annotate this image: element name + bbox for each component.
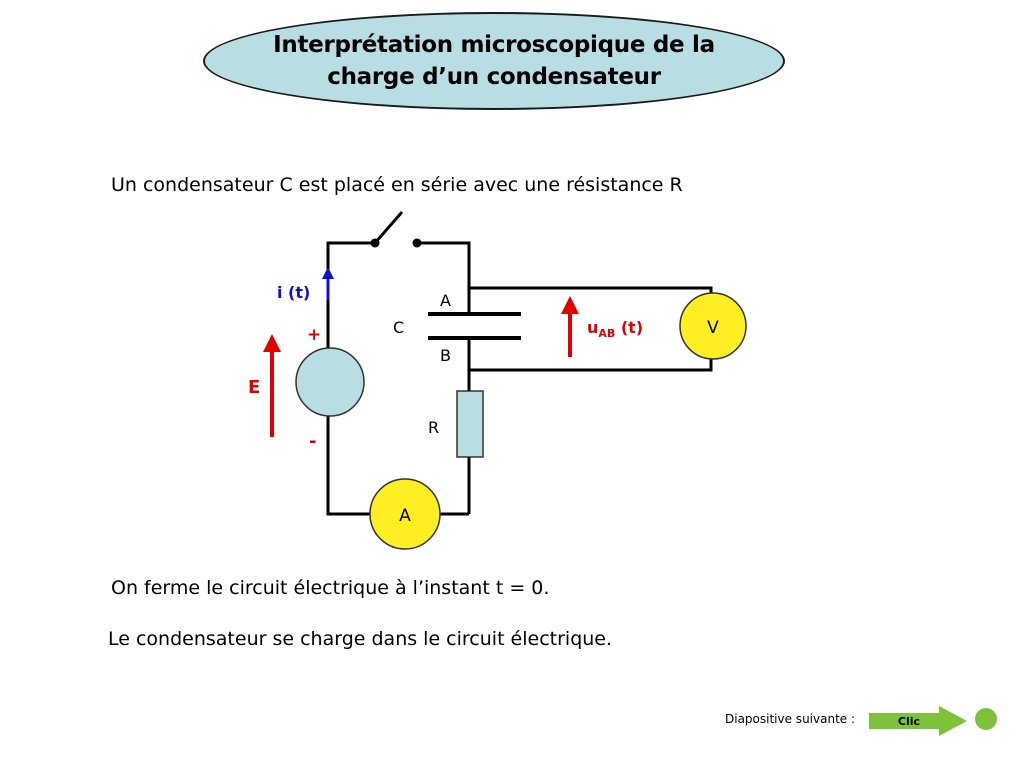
- plate-a-label: A: [440, 291, 451, 310]
- plate-b-label: B: [440, 346, 451, 365]
- title-line-2: charge d’un condensateur: [327, 64, 661, 90]
- step-1-text: On ferme le circuit électrique à l’insta…: [111, 577, 550, 599]
- voltage-arrow: [561, 296, 579, 357]
- voltmeter: [679, 292, 747, 360]
- voltage-label-main: u: [587, 318, 598, 337]
- capacitor-label: C: [393, 318, 404, 337]
- capacitor: [428, 312, 521, 340]
- voltage-label: uAB (t): [587, 318, 643, 340]
- emf-arrow: [263, 334, 281, 437]
- next-slide-button-label: Clic: [898, 715, 920, 728]
- ammeter: [369, 478, 441, 550]
- current-arrow: [322, 267, 334, 300]
- title-banner: Interprétation microscopique de la charg…: [203, 12, 785, 110]
- voltage-label-sub: AB: [598, 327, 615, 340]
- circuit-wires: [326, 241, 713, 516]
- generator: [295, 347, 365, 417]
- page-title: Interprétation microscopique de la charg…: [203, 12, 785, 110]
- plus-sign: +: [307, 325, 321, 345]
- next-slide-label: Diapositive suivante :: [725, 712, 856, 726]
- title-ellipse: [203, 12, 785, 110]
- intro-text: Un condensateur C est placé en série ave…: [111, 174, 683, 196]
- voltage-label-rest: (t): [615, 318, 643, 337]
- resistor-label: R: [428, 418, 439, 437]
- minus-sign: -: [309, 431, 316, 452]
- step-2-text: Le condensateur se charge dans le circui…: [108, 628, 613, 650]
- resistor: [456, 390, 484, 458]
- voltmeter-label: V: [707, 318, 719, 338]
- next-slide-dot[interactable]: [975, 708, 997, 730]
- emf-label: E: [248, 377, 260, 398]
- next-slide-button[interactable]: Clic: [869, 705, 969, 737]
- title-line-1: Interprétation microscopique de la: [273, 32, 715, 58]
- current-label: i (t): [277, 283, 310, 302]
- switch: [370, 211, 422, 248]
- arrow-right-icon: Clic: [869, 706, 967, 736]
- ammeter-label: A: [399, 506, 411, 526]
